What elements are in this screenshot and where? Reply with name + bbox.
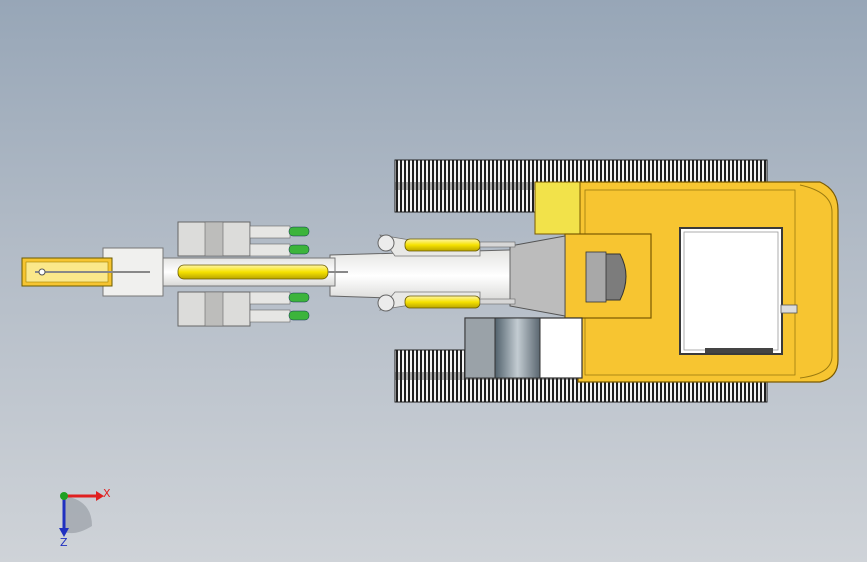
boom-cylinder-top: [404, 238, 516, 252]
arm-cylinder: [177, 264, 348, 280]
bucket: [21, 257, 150, 287]
arm: [102, 221, 336, 327]
swing-frame: [564, 233, 652, 319]
axis-z-label: Z: [60, 536, 68, 549]
axis-x-label: X: [103, 487, 111, 500]
engine-hood: [679, 227, 783, 355]
hydraulic-fittings: [249, 225, 310, 323]
axis-triad: [59, 491, 104, 537]
exhaust-pipe: [780, 304, 798, 314]
boom-cylinder-bottom: [404, 295, 516, 309]
boom-foot: [509, 235, 566, 317]
operator-cab: [464, 317, 583, 379]
